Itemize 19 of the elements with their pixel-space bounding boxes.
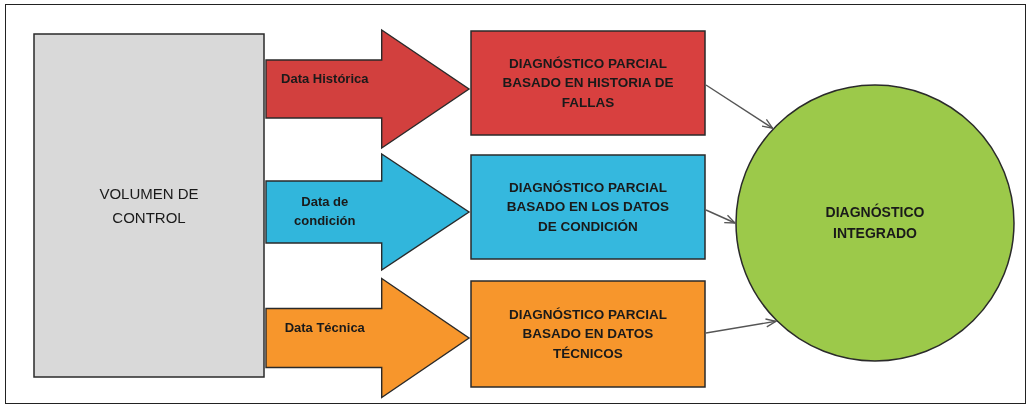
process-box	[470, 280, 706, 388]
edge-label: Data Técnica	[283, 319, 366, 337]
process-box	[470, 154, 706, 260]
process-box	[33, 33, 265, 378]
process-circle	[735, 84, 1015, 362]
block-arrow	[265, 28, 471, 150]
node-label: DIAGNÓSTICO PARCIAL BASADO EN HISTORIA DE FALLAS	[501, 54, 675, 112]
block-arrow	[265, 277, 471, 399]
arrow	[705, 209, 736, 224]
block-arrow	[265, 152, 471, 272]
node-label: DIAGNÓSTICO PARCIAL BASADO EN LOS DATOS DE CONDICIÓN	[505, 178, 671, 236]
node-label: DIAGNÓSTICO INTEGRADO	[824, 202, 926, 243]
node-label: DIAGNÓSTICO PARCIAL BASADO EN DATOS TÉCNICOS	[508, 305, 668, 363]
edge-label: Data de condición	[293, 193, 357, 230]
edge-label: Data Histórica	[280, 70, 370, 88]
arrow	[705, 84, 774, 129]
node-label: VOLUMEN DE CONTROL	[98, 184, 200, 228]
process-box	[470, 30, 706, 136]
arrow	[705, 318, 777, 334]
